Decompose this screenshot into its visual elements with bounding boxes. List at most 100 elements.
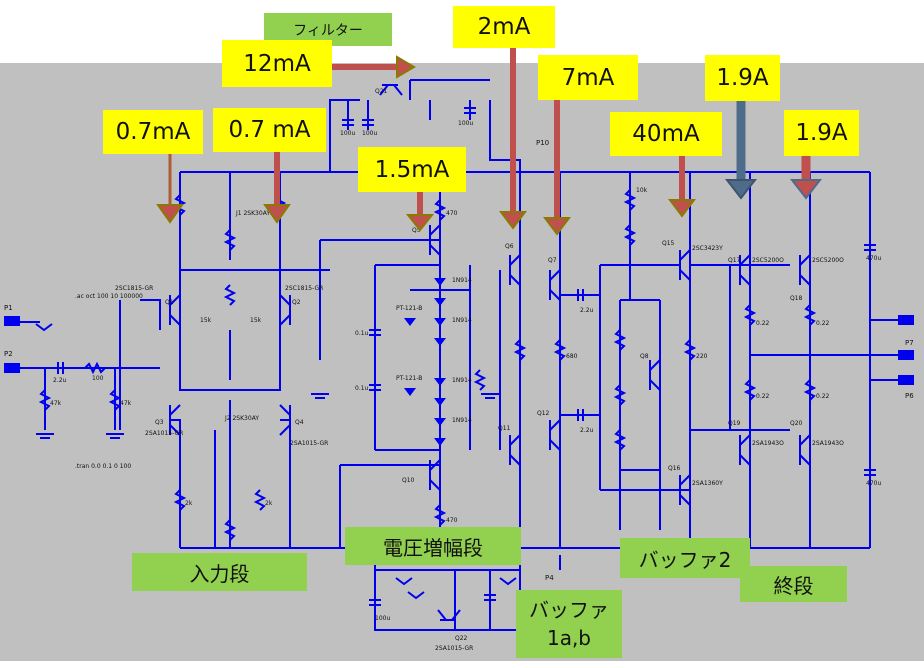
label-r470-1: 470 [446, 210, 458, 217]
q15-symbol [679, 249, 691, 281]
label-r2k-2: 2k [265, 500, 273, 507]
current-label-07ma-right: 0.7 mA [213, 108, 326, 152]
label-c100u-1: 100u [340, 130, 355, 137]
label-c470u-2: 470u [866, 480, 881, 487]
label-q4: Q4 [295, 419, 304, 426]
sim-cmd-tran: .tran 0.0 0.1 0 100 [75, 463, 131, 470]
label-j2: J2 2SK30AY [224, 415, 259, 422]
label-q5: Q5 [412, 227, 421, 234]
current-label-15ma: 1.5mA [358, 147, 466, 192]
label-q18: Q18 [790, 295, 803, 302]
sim-cmd-ac: .ac oct 100 10 100000 [75, 293, 143, 300]
connector-in2 [4, 363, 20, 373]
q7-symbol [549, 269, 561, 301]
q10-symbol [429, 459, 441, 491]
label-2sa1943-2: 2SA1943O [812, 440, 844, 447]
label-c01u-2: 0.1u [355, 385, 369, 392]
label-r47k-2: 47k [120, 400, 132, 407]
label-diode-2: 1N914 [452, 317, 472, 324]
label-q16: Q16 [668, 465, 681, 472]
label-q20: Q20 [790, 420, 803, 427]
label-q3: Q3 [155, 419, 164, 426]
q8-symbol [649, 359, 661, 391]
q17-symbol [739, 254, 751, 286]
buffer1-subtitle: 1a,b [546, 626, 592, 650]
label-2sa1360: 2SA1360Y [692, 480, 723, 487]
transistors [169, 84, 811, 621]
label-q21: Q21 [375, 88, 388, 95]
label-q19: Q19 [728, 420, 741, 427]
label-diode-1: 1N914 [452, 277, 472, 284]
section-label-buffer1: バッファ 1a,b [516, 590, 622, 658]
label-c470u-1: 470u [866, 255, 881, 262]
component-text: .ac oct 100 10 100000 .tran 0.0 0.1 0 10… [4, 88, 914, 652]
label-q10: Q10 [402, 477, 415, 484]
label-r47k-1: 47k [50, 400, 62, 407]
label-r022-3: 0.22 [756, 393, 770, 400]
arrow-07ma-right [263, 150, 291, 224]
ground-symbols [35, 323, 517, 600]
label-r470-2: 470 [446, 517, 458, 524]
connector-out1 [898, 315, 914, 325]
label-2sc5200-2: 2SC5200O [812, 257, 844, 264]
label-diode-3: 1N914 [452, 377, 472, 384]
q20-symbol [799, 434, 811, 466]
wires [20, 79, 900, 631]
label-pnp-small-2: 2SA1015-GR [290, 440, 328, 447]
current-label-07ma-left: 0.7mA [103, 110, 203, 154]
q12-symbol [549, 419, 561, 451]
connector-out2 [898, 350, 914, 360]
section-label-final-stage: 終段 [740, 566, 847, 602]
label-q6: Q6 [505, 243, 514, 250]
buffer1-title: バッファ [529, 598, 609, 622]
current-label-19a-right: 1.9A [784, 110, 859, 156]
current-label-19a-left: 1.9A [705, 55, 780, 101]
current-label-7ma: 7mA [538, 55, 638, 100]
q16-symbol [679, 474, 691, 506]
current-label-40ma: 40mA [610, 112, 722, 156]
label-2sa1943-1: 2SA1943O [752, 440, 784, 447]
diode-string [404, 278, 446, 446]
io-connectors [4, 315, 914, 385]
label-c100u-3: 100u [458, 120, 473, 127]
label-q1: Q1 [165, 299, 174, 306]
capacitors [57, 107, 876, 606]
label-q8: Q8 [640, 353, 649, 360]
label-r2k-1: 2k [185, 500, 193, 507]
label-c100u-2: 100u [362, 130, 377, 137]
section-label-buffer2: バッファ2 [620, 538, 750, 578]
current-label-2ma: 2mA [453, 6, 555, 48]
q18-symbol [799, 254, 811, 286]
label-diode-4: 1N914 [452, 417, 472, 424]
label-c01u-1: 0.1u [355, 330, 369, 337]
label-q15: Q15 [662, 240, 675, 247]
q21-symbol [379, 84, 403, 96]
label-2sc5200-1: 2SC5200O [752, 257, 784, 264]
q22-symbol [437, 609, 461, 621]
port-p1: P1 [4, 304, 13, 312]
label-q22: Q22 [455, 635, 468, 642]
q3-symbol [169, 404, 181, 436]
label-c22u-1: 2.2u [53, 377, 67, 384]
q1-symbol [169, 294, 181, 326]
label-2sc3423: 2SC3423Y [692, 245, 723, 252]
label-led1: PT-121-B [396, 305, 422, 312]
arrow-19a-left [724, 100, 758, 200]
arrow-2ma [499, 48, 527, 230]
label-r220: 220 [696, 353, 708, 360]
label-q12: Q12 [537, 410, 550, 417]
label-c22u-2: 2.2u [580, 307, 594, 314]
port-p7: P7 [905, 339, 914, 347]
label-r680: 680 [566, 353, 578, 360]
section-label-input-stage: 入力段 [132, 553, 307, 591]
arrow-07ma-left [156, 150, 184, 224]
q5-symbol [429, 224, 441, 256]
connector-out3 [898, 375, 914, 385]
label-led2: PT-121-B [396, 375, 422, 382]
label-j1: J1 2SK30AY [235, 210, 270, 217]
port-p4: P4 [545, 574, 554, 582]
label-r022-1: 0.22 [756, 320, 770, 327]
label-pnp-small-3: 2SA1015-GR [435, 645, 473, 652]
arrow-40ma [668, 150, 696, 218]
connector-in1 [4, 316, 20, 326]
